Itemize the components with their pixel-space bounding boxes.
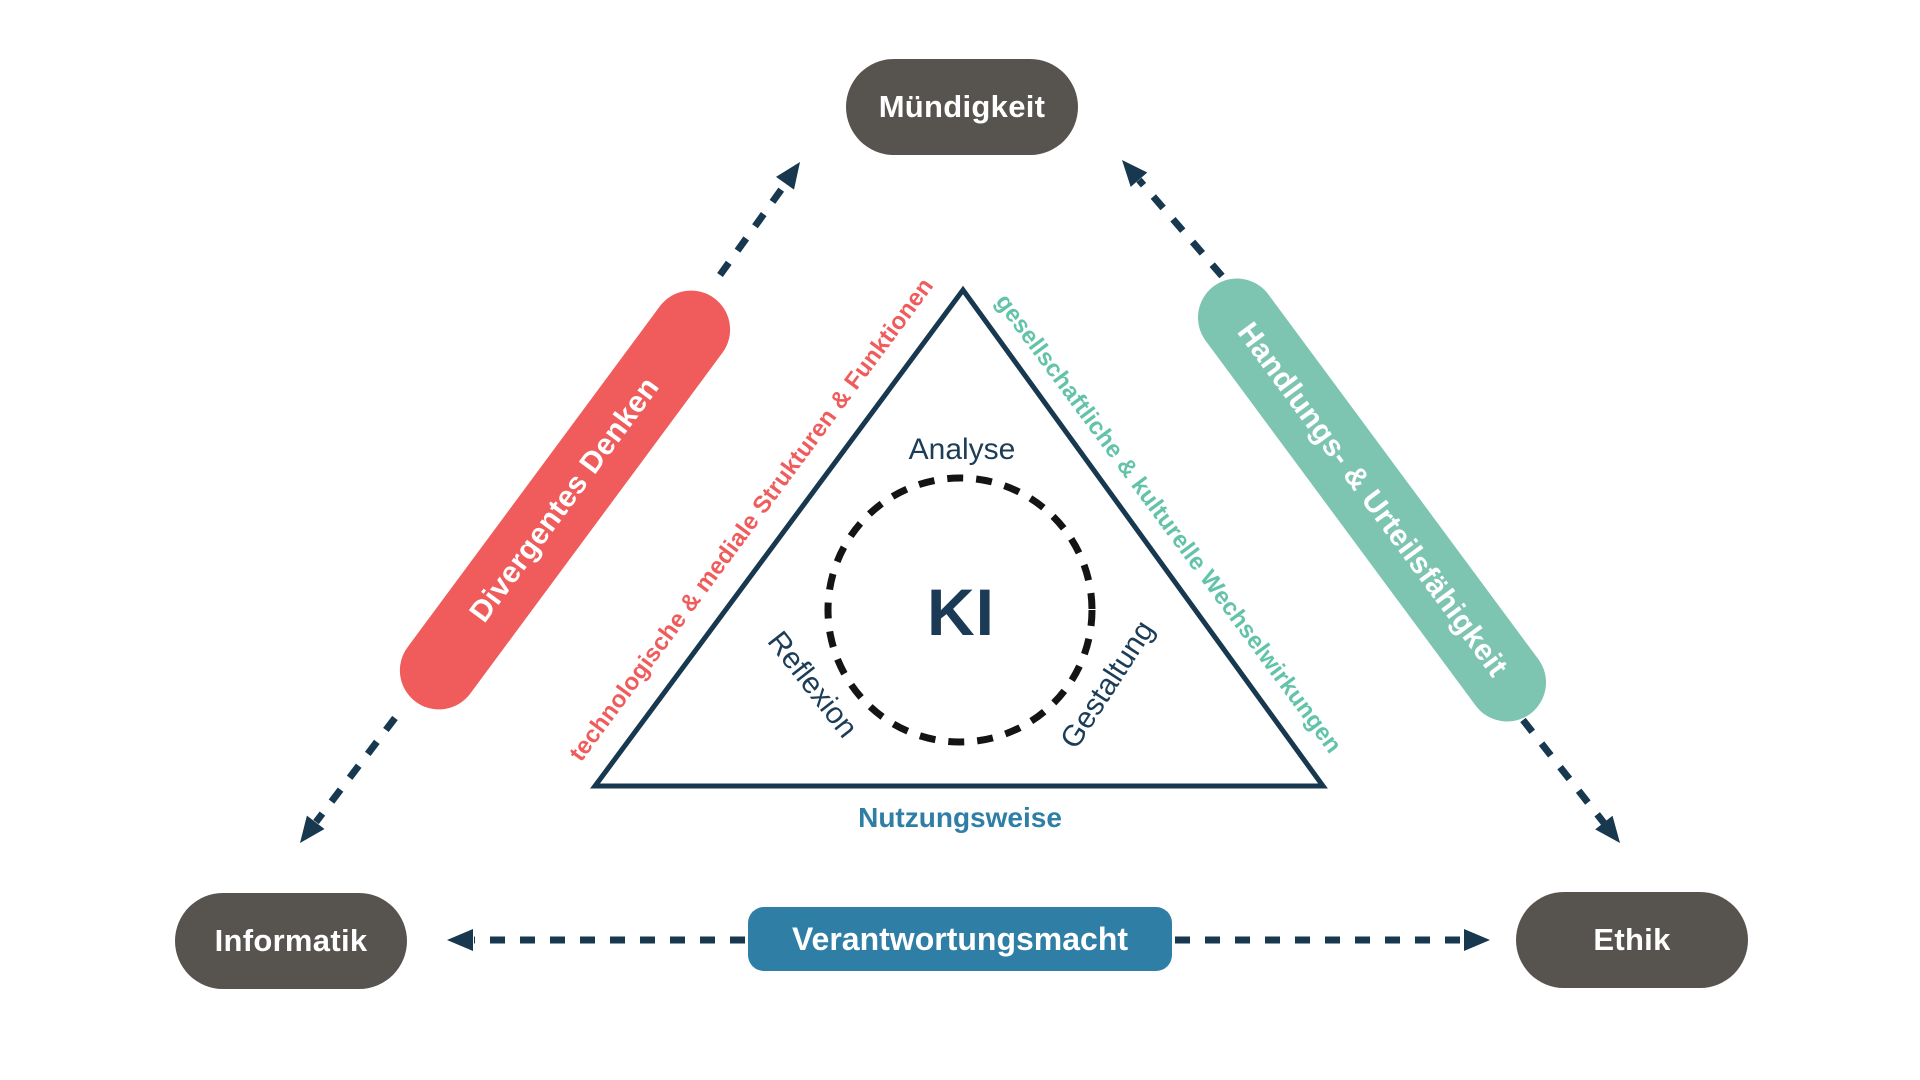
node-ethik-label: Ethik <box>1593 922 1671 957</box>
node-muendigkeit-label: Mündigkeit <box>878 89 1046 124</box>
node-muendigkeit: Mündigkeit <box>846 59 1078 155</box>
arrowhead-icon <box>447 929 473 951</box>
arrowhead-icon <box>300 815 325 843</box>
arrowhead-icon <box>776 162 800 190</box>
ki-dashed-circle <box>824 474 1096 746</box>
pill-verantwortungsmacht: Verantwortungsmacht <box>748 907 1172 971</box>
triangle-outline <box>590 285 1328 789</box>
dashed-arrow-right-to-muendigkeit <box>1122 160 1225 279</box>
node-informatik-label: Informatik <box>214 923 368 958</box>
pill-verantwortungsmacht-label: Verantwortungsmacht <box>791 920 1129 957</box>
arrowhead-icon <box>1122 160 1148 187</box>
dashed-arrow-left-to-informatik <box>300 715 398 843</box>
ki-center-label: KI <box>927 575 995 649</box>
node-informatik: Informatik <box>175 893 407 989</box>
arrowhead-icon <box>1595 815 1620 843</box>
dashed-arrow-right-to-ethik <box>1520 717 1620 843</box>
dashed-arrow-to-ethik <box>1175 929 1490 951</box>
arrowhead-icon <box>1464 929 1490 951</box>
dashed-arrow-to-informatik <box>447 929 745 951</box>
inner-label-analyse: Analyse <box>908 433 1016 466</box>
dashed-arrow-left-to-muendigkeit <box>717 162 800 278</box>
node-ethik: Ethik <box>1516 892 1748 988</box>
triangle-side-label-bottom: Nutzungsweise <box>858 802 1062 833</box>
